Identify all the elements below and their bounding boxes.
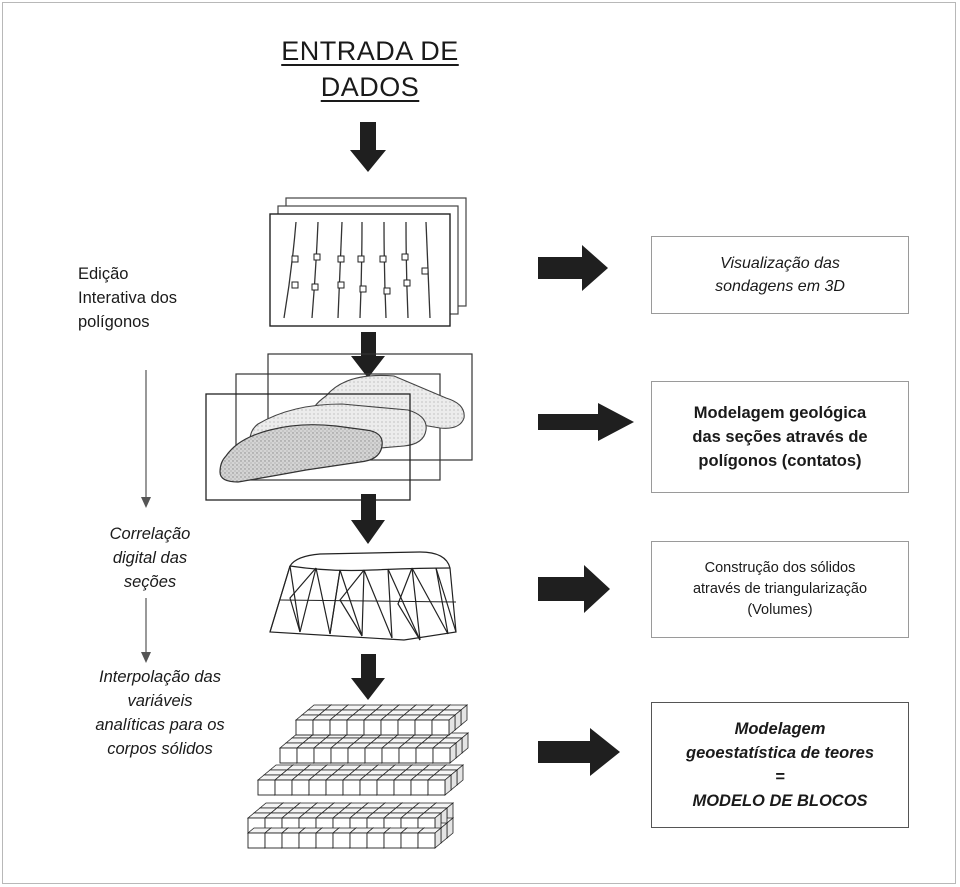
block-cell (383, 832, 402, 849)
block-cell (257, 779, 276, 796)
block-cell (366, 832, 385, 849)
box-visualizacao-line: Visualização das (720, 255, 840, 272)
title-line-1: ENTRADA DE (281, 36, 459, 66)
block-cell (359, 779, 378, 796)
block-cell (393, 779, 412, 796)
block-cell (414, 719, 433, 736)
box-blocos-line: MODELO DE BLOCOS (692, 792, 868, 810)
block-cell (342, 779, 361, 796)
block-cell (264, 832, 283, 849)
block-cell (313, 747, 332, 764)
title-line-2: DADOS (320, 72, 420, 102)
block-cell (308, 779, 327, 796)
block-cell (330, 747, 349, 764)
block-cell (417, 832, 436, 849)
down-arrow-icon (351, 654, 385, 700)
block-cell (376, 779, 395, 796)
block-cell (298, 832, 317, 849)
block-cell (247, 832, 266, 849)
right-arrow-icon (538, 403, 634, 441)
vertical-arrow-icon (141, 370, 151, 508)
block-cell (291, 779, 310, 796)
label-interpolacao: Interpolação das variáveis analíticas pa… (70, 665, 250, 761)
box-modelagem-line: das seções através de (692, 428, 868, 446)
block-cell (296, 747, 315, 764)
box-visualizacao: Visualização das sondagens em 3D (651, 236, 909, 314)
label-edicao-line: polígonos (78, 313, 150, 331)
box-construcao-solidos: Construção dos sólidos através de triang… (651, 541, 909, 638)
block-cell (364, 747, 383, 764)
box-modelagem-line: Modelagem geológica (693, 404, 867, 422)
label-correlacao-line: Correlação (109, 525, 191, 543)
block-cell (274, 779, 293, 796)
block-cell (281, 832, 300, 849)
block-cell (381, 747, 400, 764)
block-model-icon (246, 704, 470, 849)
label-edicao-line: Edição (78, 265, 129, 283)
drillhole-sections-icon (269, 197, 467, 327)
label-edicao-interativa: Edição Interativa dos polígonos (78, 262, 238, 334)
label-correlacao-line: seções (123, 573, 177, 591)
box-construcao-line: Construção dos sólidos (704, 560, 856, 576)
label-edicao-line: Interativa dos (78, 289, 178, 307)
down-arrow-icon (351, 332, 385, 378)
block-cell (400, 832, 419, 849)
right-arrow-icon (538, 728, 620, 776)
block-cell (315, 832, 334, 849)
label-interpolacao-line: variáveis (127, 692, 193, 710)
box-modelagem-line: polígonos (contatos) (698, 452, 862, 470)
box-visualizacao-line: sondagens em 3D (715, 278, 845, 295)
block-cell (431, 719, 450, 736)
label-correlacao-line: digital das (112, 549, 188, 567)
box-modelo-blocos: Modelagem geoestatística de teores = MOD… (651, 702, 909, 828)
block-cell (329, 719, 348, 736)
label-interpolacao-line: Interpolação das (98, 668, 221, 686)
box-blocos-line: = (775, 768, 785, 786)
block-cell (410, 779, 429, 796)
block-cell (415, 747, 434, 764)
label-interpolacao-line: analíticas para os (95, 716, 225, 734)
label-correlacao-digital: Correlação digital das seções (70, 522, 230, 594)
block-cell (349, 832, 368, 849)
right-arrow-icon (538, 565, 610, 613)
block-cell (332, 832, 351, 849)
block-cell (295, 719, 314, 736)
geological-sections-icon (205, 353, 473, 501)
block-cell (279, 747, 298, 764)
box-construcao-line: através de triangularização (692, 581, 868, 597)
box-construcao-line: (Volumes) (747, 602, 813, 618)
block-cell (363, 719, 382, 736)
box-blocos-line: Modelagem (734, 720, 826, 738)
block-cell (427, 779, 446, 796)
label-interpolacao-line: corpos sólidos (107, 740, 213, 758)
block-cell (398, 747, 417, 764)
block-cell (432, 747, 451, 764)
vertical-arrow-icon (141, 598, 151, 663)
block-cell (397, 719, 416, 736)
block-cell (380, 719, 399, 736)
box-blocos-line: geoestatística de teores (686, 744, 874, 762)
triangulated-solid-icon (269, 551, 457, 641)
block-cell (312, 719, 331, 736)
down-arrow-icon (350, 122, 386, 172)
right-arrow-icon (538, 245, 608, 291)
block-cell (347, 747, 366, 764)
block-cell (346, 719, 365, 736)
down-arrow-icon (351, 494, 385, 544)
box-modelagem-geologica: Modelagem geológica das seções através d… (651, 381, 909, 493)
block-cell (325, 779, 344, 796)
